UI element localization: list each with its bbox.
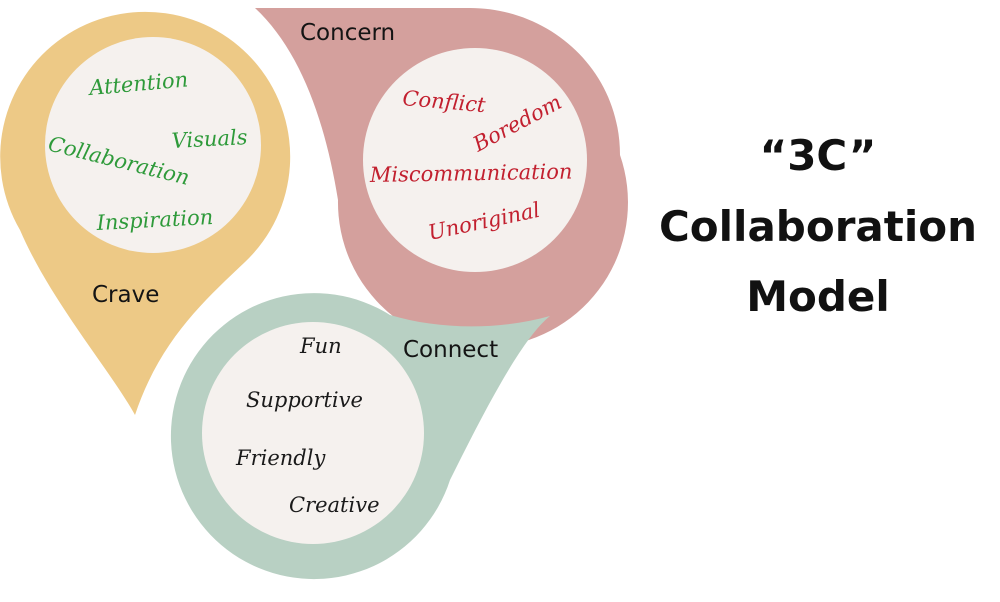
connect-word-supportive: Supportive xyxy=(246,388,363,412)
connect-group: Connect Fun Supportive Friendly Creative xyxy=(170,293,550,580)
connect-word-fun: Fun xyxy=(299,334,342,358)
crave-word-visuals: Visuals xyxy=(171,125,248,153)
concern-label: Concern xyxy=(300,20,395,46)
connect-inner-circle xyxy=(202,322,424,544)
model-title: “3C” Collaboration Model xyxy=(659,131,977,321)
title-line-3: Model xyxy=(746,272,890,321)
concern-inner-circle xyxy=(363,48,587,272)
crave-group: Crave Attention Visuals Collaboration In… xyxy=(0,11,291,416)
concern-group: Concern Conflict Boredom Miscommunicatio… xyxy=(255,8,628,348)
crave-label: Crave xyxy=(92,282,159,308)
concern-word-miscommunication: Miscommunication xyxy=(369,159,573,187)
title-line-2: Collaboration xyxy=(659,202,977,251)
title-line-1: “3C” xyxy=(760,131,877,180)
connect-label: Connect xyxy=(403,337,498,363)
connect-word-friendly: Friendly xyxy=(235,446,326,470)
connect-word-creative: Creative xyxy=(289,493,380,517)
crave-inner-circle xyxy=(45,37,261,253)
